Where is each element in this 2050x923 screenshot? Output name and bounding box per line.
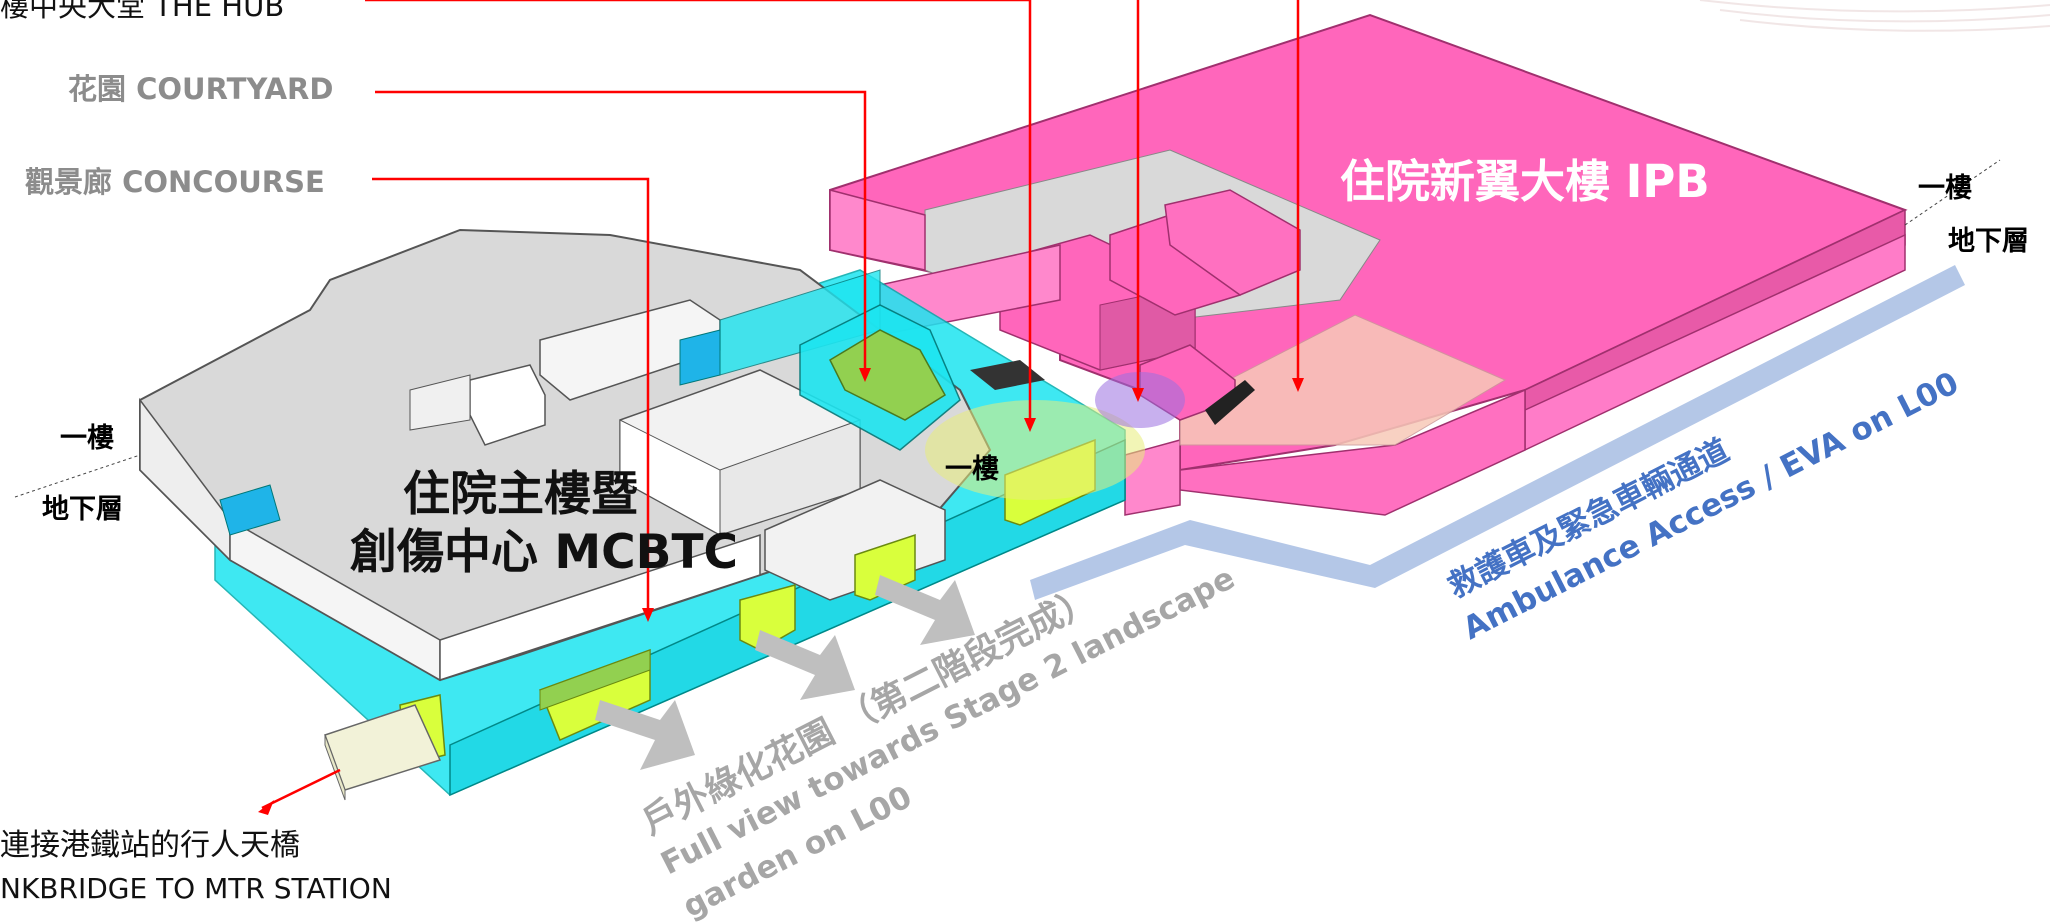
leader-arrowheads [258,368,1304,815]
basement-left-label: 地下層 [42,494,123,525]
floor-1-left-label: 一樓 [60,423,114,454]
view-arrows [595,575,975,770]
main-building-label-line1: 住院主樓暨 [403,467,638,522]
level-line-right [1904,159,2001,226]
concourse-label: 觀景廊 CONCOURSE [25,165,325,199]
floor-1-right-label: 一樓 [1918,173,1972,204]
linkbridge-label-en: NKBRIDGE TO MTR STATION [0,872,392,905]
corner-decoration [1699,0,2050,32]
main-building-label-line2: 創傷中心 MCBTC [350,525,738,580]
basement-right-label: 地下層 [1948,226,2029,257]
level-line-left [14,454,141,498]
floor-1-center-label: 一樓 [945,454,999,485]
hub-label: 樓中央大堂 THE HUB [0,0,284,23]
ipb-label: 住院新翼大樓 IPB [1340,155,1710,208]
ambulance-road-band [1030,265,1965,600]
linkbridge-label-cn: 連接港鐵站的行人天橋 [0,828,300,863]
leader-lines [261,0,1300,810]
courtyard-garden [799,304,961,451]
purple-highlight [1095,372,1185,428]
ipb-building [829,13,1908,516]
hub-highlight [925,400,1145,500]
courtyard-label: 花園 COURTYARD [68,72,333,106]
